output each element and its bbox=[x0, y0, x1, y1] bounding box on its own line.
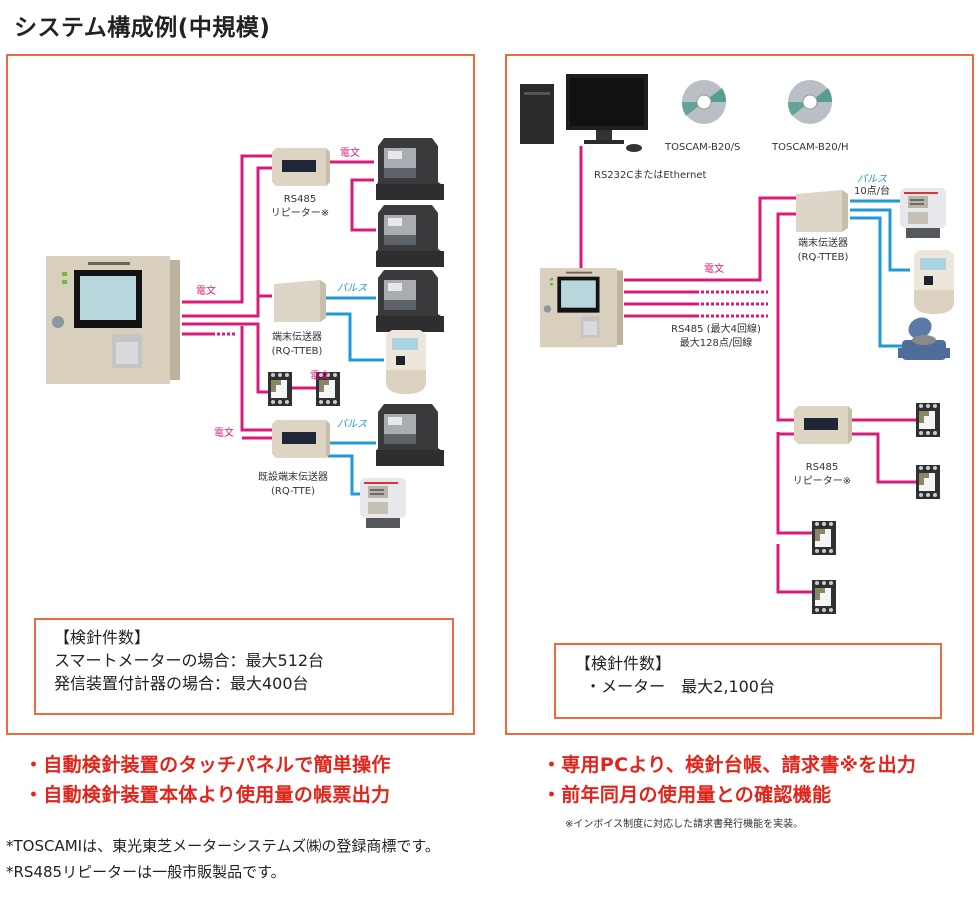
footnote-repeater: *RS485リピーターは一般市販製品です。 bbox=[6, 863, 286, 881]
label-repeater-line1: RS485 bbox=[284, 194, 316, 205]
label-tteb-line2: (RQ-TTEB) bbox=[272, 346, 323, 357]
terminal-transmitter-tteb-left bbox=[274, 280, 326, 322]
label-telegram-repeater: 電文 bbox=[340, 146, 360, 159]
label-tte-line2: (RQ-TTE) bbox=[271, 486, 315, 497]
label-rs485-line2: 最大128点/回線 bbox=[680, 336, 752, 349]
gas-meter-2 bbox=[376, 205, 444, 267]
count-heading-left: 【検針件数】 bbox=[54, 628, 151, 647]
label-telegram-main: 電文 bbox=[196, 284, 216, 297]
label-tte-line1: 既設端末伝送器 bbox=[258, 470, 328, 483]
page-title: システム構成例(中規模) bbox=[14, 15, 271, 41]
cd-toscam-b20h bbox=[787, 79, 833, 125]
label-repeater-right-line2: リピーター※ bbox=[793, 475, 851, 487]
footnote-trademark: *TOSCAMIは、東光東芝メーターシステムズ㈱の登録商標です。 bbox=[6, 837, 440, 855]
count-line-smart-meter: スマートメーターの場合：最大512台 bbox=[54, 651, 325, 670]
label-telegram-right: 電文 bbox=[704, 262, 724, 275]
gas-meter-1 bbox=[376, 138, 444, 200]
count-heading-right: 【検針件数】 bbox=[575, 654, 672, 673]
water-gas-meter-left bbox=[386, 330, 426, 394]
label-cd1: TOSCAM-B20/S bbox=[664, 142, 740, 153]
water-meter bbox=[898, 317, 950, 360]
water-gas-meter-right bbox=[914, 250, 954, 314]
label-pulse-tteb: パルス bbox=[337, 282, 367, 294]
label-repeater-line2: リピーター※ bbox=[271, 207, 329, 219]
feature-right-1: ・専用PCより、検針台帳、請求書※を出力 bbox=[542, 754, 917, 776]
label-repeater-right-line1: RS485 bbox=[806, 462, 838, 473]
cd-toscam-b20s bbox=[681, 79, 727, 125]
auto-meter-controller-right bbox=[540, 268, 624, 348]
feature-left-1: ・自動検針装置のタッチパネルで簡単操作 bbox=[24, 754, 391, 776]
label-pc-link: RS232CまたはEthernet bbox=[594, 169, 707, 181]
label-tteb-right-line1: 端末伝送器 bbox=[798, 236, 848, 249]
electric-meter-right bbox=[900, 188, 946, 238]
pc-workstation bbox=[520, 74, 648, 152]
meter-count-box-right: 【検針件数】 ・メーター 最大2,100台 bbox=[554, 643, 942, 719]
label-pulse-right: パルス bbox=[857, 173, 887, 185]
label-pulse-count: 10点/台 bbox=[854, 184, 890, 197]
gas-meter-4 bbox=[376, 404, 444, 466]
terminal-transmitter-tteb-right bbox=[796, 190, 848, 232]
gas-meter-3 bbox=[376, 270, 444, 332]
label-rs485-line1: RS485 (最大4回線) bbox=[671, 322, 761, 335]
smart-meter-right-2 bbox=[916, 465, 940, 499]
count-line-meters: ・メーター 最大2,100台 bbox=[575, 677, 775, 696]
smart-meter-right-4 bbox=[812, 580, 836, 614]
existing-transmitter-tte bbox=[272, 420, 330, 458]
right-panel-frame bbox=[505, 54, 974, 735]
label-pulse-tte: パルス bbox=[337, 418, 367, 430]
label-telegram-existing: 電文 bbox=[214, 426, 234, 439]
rs485-repeater-left bbox=[272, 148, 330, 186]
rs485-repeater-right bbox=[794, 406, 852, 444]
label-tteb-line1: 端末伝送器 bbox=[272, 330, 322, 343]
feature-left-2: ・自動検針装置本体より使用量の帳票出力 bbox=[24, 784, 391, 806]
auto-meter-controller-left bbox=[46, 256, 180, 384]
smart-meter-left-1 bbox=[268, 372, 292, 406]
count-line-pulse-meter: 発信装置付計器の場合：最大400台 bbox=[54, 674, 309, 693]
label-tteb-right-line2: (RQ-TTEB) bbox=[798, 252, 849, 263]
smart-meter-right-1 bbox=[916, 403, 940, 437]
meter-count-box-left: 【検針件数】 スマートメーターの場合：最大512台 発信装置付計器の場合：最大4… bbox=[34, 618, 454, 715]
smart-meter-right-3 bbox=[812, 521, 836, 555]
feature-right-2: ・前年同月の使用量との確認機能 bbox=[542, 784, 832, 806]
label-telegram-meters: 電文 bbox=[310, 369, 330, 382]
electric-meter-left bbox=[360, 478, 406, 528]
label-cd2: TOSCAM-B20/H bbox=[771, 142, 849, 153]
invoice-note: ※インボイス制度に対応した請求書発行機能を実装。 bbox=[565, 819, 804, 830]
